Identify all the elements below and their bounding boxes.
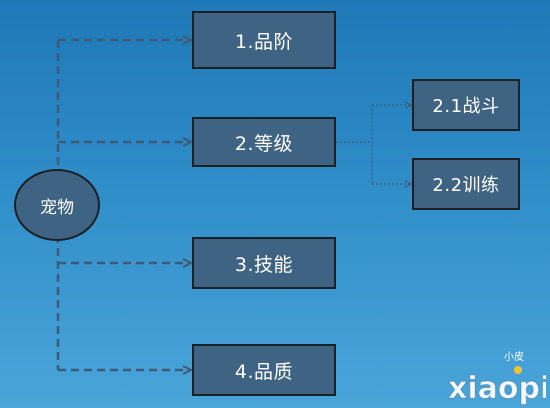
node-2-2: 2.2训练 — [412, 158, 520, 210]
node-2-1-label: 2.1战斗 — [432, 96, 500, 117]
node-4: 4.品质 — [192, 344, 336, 396]
watermark-dot — [514, 366, 522, 374]
node-2-1: 2.1战斗 — [412, 79, 520, 131]
node-root-label: 宠物 — [40, 197, 74, 218]
watermark-small-text: 小皮 — [504, 352, 524, 363]
node-4-label: 4.品质 — [234, 360, 294, 383]
node-2-2-label: 2.2训练 — [432, 175, 500, 196]
node-1: 1.品阶 — [192, 11, 336, 69]
node-1-label: 1.品阶 — [234, 30, 294, 53]
watermark-text: xiaopi — [448, 371, 546, 406]
node-3-label: 3.技能 — [234, 253, 294, 276]
node-3: 3.技能 — [192, 237, 336, 289]
node-root: 宠物 — [14, 169, 100, 241]
watermark-graphic: xiaopi — [448, 366, 550, 407]
node-2: 2.等级 — [192, 117, 336, 167]
watermark-logo: 小皮 xiaopi — [446, 348, 550, 407]
node-2-label: 2.等级 — [234, 132, 294, 155]
